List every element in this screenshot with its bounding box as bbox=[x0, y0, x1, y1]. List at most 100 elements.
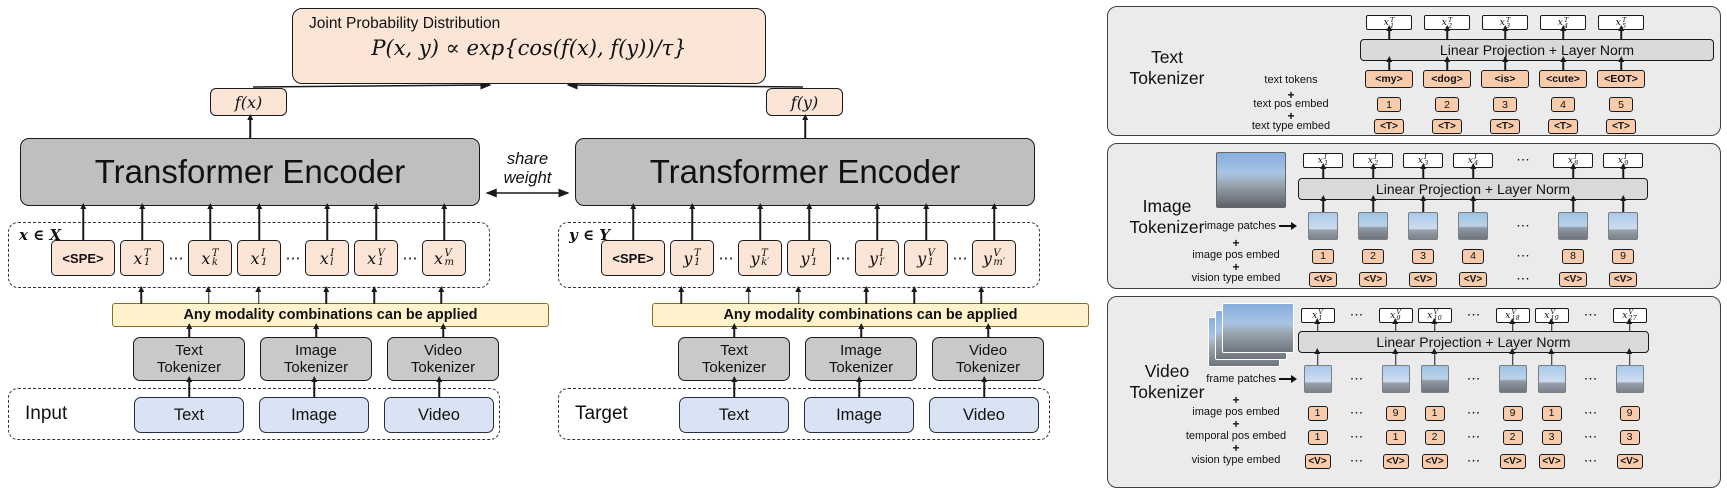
projection-to-output-arrow bbox=[1446, 30, 1448, 39]
token-base: y bbox=[750, 248, 760, 268]
token-base: y bbox=[683, 248, 693, 268]
type-embed-box: <V> bbox=[1421, 453, 1448, 469]
share-weight-line1: share bbox=[506, 150, 549, 168]
linear-projection-box: Linear Projection + Layer Norm bbox=[1360, 39, 1714, 61]
token-to-encoder-arrow bbox=[925, 208, 927, 240]
share-weight-label: share weight bbox=[486, 150, 569, 188]
input-set-label: x ∈ X bbox=[19, 226, 62, 244]
token-subscript: m bbox=[444, 257, 454, 268]
modality-box: Image bbox=[804, 397, 914, 433]
output-token-sup: T bbox=[1448, 15, 1453, 24]
output-token-sup: V bbox=[1511, 308, 1517, 316]
output-token-base: x bbox=[1427, 309, 1433, 321]
patch-thumbnail bbox=[1615, 365, 1644, 393]
patch-thumbnail bbox=[1408, 212, 1438, 240]
output-token-sup: T bbox=[1506, 15, 1511, 24]
transformer-encoder-left: Transformer Encoder bbox=[20, 119, 480, 206]
type-embed-box: <V> bbox=[1616, 453, 1643, 469]
panel-title-image: Image Tokenizer bbox=[1116, 196, 1218, 238]
panel-title-line1: Text bbox=[1150, 47, 1184, 67]
token-to-encoder-arrow bbox=[876, 208, 878, 240]
patch-to-projection-arrow bbox=[1628, 353, 1631, 365]
row-label-text-pos-embed: text pos embed bbox=[1253, 98, 1329, 110]
output-token-sup: I bbox=[1574, 153, 1577, 161]
patch-row-label-text: image patches bbox=[1204, 220, 1276, 232]
panel-title-line1: Image bbox=[1142, 196, 1192, 216]
encoder-to-fx-arrow bbox=[249, 119, 251, 139]
output-token-sub: 10 bbox=[1433, 314, 1442, 322]
ellipsis: ⋯ bbox=[1583, 371, 1598, 387]
output-token-base: x bbox=[1311, 309, 1318, 321]
patch-to-projection-arrow bbox=[1622, 200, 1624, 212]
text-token-box: <cute> bbox=[1539, 70, 1587, 88]
patch-thumbnail bbox=[1358, 212, 1388, 240]
target-label: Target bbox=[575, 403, 628, 424]
projection-to-output-arrow bbox=[1511, 323, 1514, 332]
modality-note-left: Any modality combinations can be applied bbox=[112, 291, 549, 327]
output-token-sup: I bbox=[1474, 153, 1477, 161]
note-to-token-arrow bbox=[207, 291, 210, 304]
output-token-base: x bbox=[1617, 154, 1624, 166]
encoder-label: Transformer Encoder bbox=[94, 153, 406, 190]
pos-embed-box: 1 bbox=[1541, 405, 1562, 421]
output-token-sup: V bbox=[1433, 308, 1439, 316]
modality-to-tokenizer-arrow bbox=[438, 381, 440, 397]
temporal-embed-box: 3 bbox=[1541, 429, 1562, 445]
ellipsis: ⋯ bbox=[835, 249, 851, 267]
pos-embed-box: 9 bbox=[1619, 405, 1640, 421]
token-subscript: 1 bbox=[927, 257, 935, 268]
spe-token-box: <SPE> bbox=[51, 240, 115, 276]
video-type-embed-row: <V>⋯<V><V>⋯<V><V>⋯<V> bbox=[1298, 453, 1649, 469]
plus-sign: + bbox=[1287, 109, 1295, 123]
text-token-row: <my><dog><is><cute><EOT> bbox=[1360, 61, 1650, 88]
output-token-base: x bbox=[1417, 154, 1424, 166]
row-label-video-pos-embed: image pos embed bbox=[1192, 406, 1280, 418]
output-token-base: x bbox=[1389, 309, 1396, 321]
ellipsis: ⋯ bbox=[1349, 453, 1364, 469]
patch-thumbnail bbox=[1537, 365, 1566, 393]
note-to-token-arrow bbox=[325, 291, 327, 304]
note-to-token-arrow bbox=[747, 291, 750, 304]
token-subscript: 1 bbox=[693, 257, 701, 268]
token-superscript: T bbox=[143, 248, 151, 259]
token-to-projection-arrow bbox=[1562, 61, 1564, 70]
panel-title-line2: Tokenizer bbox=[1129, 382, 1205, 402]
output-token-sup: I bbox=[1324, 153, 1327, 161]
pos-embed-box: 1 bbox=[1377, 97, 1401, 112]
modality-to-tokenizer-arrow bbox=[983, 381, 985, 397]
row-label-temporal-pos-embed: temporal pos embed bbox=[1185, 430, 1287, 442]
patch-thumbnail bbox=[1381, 365, 1410, 393]
output-token-sub: 2 bbox=[1374, 159, 1379, 167]
projection-to-output-arrow bbox=[1433, 323, 1436, 332]
output-token-sup: I bbox=[1374, 153, 1377, 161]
tokenizer-label-line1: Text bbox=[720, 342, 748, 359]
type-embed-box: <T> bbox=[1490, 119, 1520, 134]
token-to-encoder-arrow bbox=[375, 208, 377, 240]
note-to-token-arrow bbox=[440, 291, 443, 304]
output-token-sub: 3 bbox=[1506, 21, 1511, 30]
row-label-image-patches: image patches bbox=[1180, 220, 1297, 232]
note-to-token-arrow bbox=[913, 291, 915, 304]
projection-to-output-arrow bbox=[1472, 168, 1474, 179]
token-to-projection-arrow bbox=[1446, 61, 1448, 70]
pos-embed-box: 8 bbox=[1562, 248, 1584, 264]
linear-projection-box: Linear Projection + Layer Norm bbox=[1298, 178, 1648, 200]
fx-box: f(x) bbox=[210, 88, 287, 116]
pos-embed-box: 1 bbox=[1307, 405, 1328, 421]
projection-to-output-arrow bbox=[1622, 168, 1624, 179]
output-token-sub: 2 bbox=[1448, 21, 1453, 30]
ellipsis: ⋯ bbox=[402, 249, 418, 267]
temporal-embed-box: 2 bbox=[1424, 429, 1445, 445]
token-to-encoder-arrow bbox=[326, 208, 328, 240]
encoder-label: Transformer Encoder bbox=[649, 153, 961, 190]
output-token-base: x bbox=[1383, 17, 1389, 28]
tokenizer-label-line1: Image bbox=[840, 342, 882, 359]
panel-title-text: Text Tokenizer bbox=[1116, 47, 1218, 89]
